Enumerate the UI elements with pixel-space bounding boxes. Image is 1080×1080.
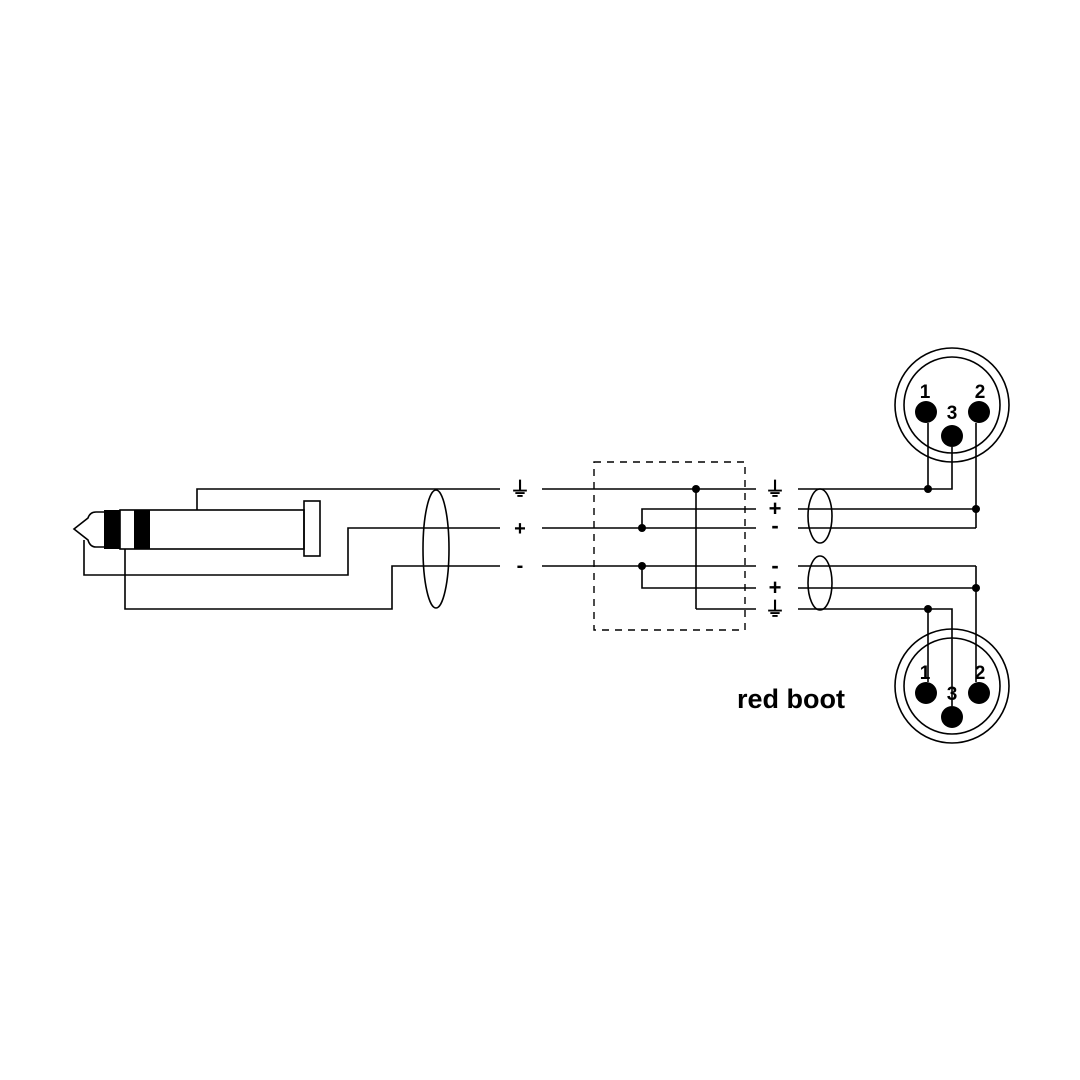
xlr-top-pin-2 [968, 401, 990, 423]
xlr-top-pin-1-label: 1 [920, 382, 931, 403]
plus-branch [641, 508, 756, 528]
ground-label-top: ⏚ [765, 478, 785, 501]
plus-junction [638, 524, 646, 532]
xlr-top-ground-junction [924, 485, 932, 493]
xlr-bottom-pin-2-label: 2 [975, 663, 986, 684]
ground-wire-jack [196, 488, 500, 510]
splitter-input-wires [542, 488, 756, 567]
ground-junction [692, 485, 700, 493]
ground-label-bottom: ⏚ [765, 598, 785, 621]
cable-shield-ellipse [422, 489, 450, 609]
xlr-top-pin-1 [915, 401, 937, 423]
top-cable-ellipse [807, 488, 833, 544]
jack-ring-2 [134, 510, 150, 549]
plus-wire-jack [83, 527, 500, 576]
jack-ring-1 [104, 510, 120, 549]
xlr-bottom-ground-junction [924, 605, 932, 613]
xlr-bottom: 1 2 3 [894, 566, 1010, 744]
output-cables [798, 488, 976, 611]
xlr-top-pin-3-label: 3 [947, 403, 958, 424]
red-boot-caption: red boot [737, 684, 845, 714]
xlr-bottom-pin-3 [941, 706, 963, 728]
minus-branch [641, 566, 756, 589]
jack-tip [72, 511, 104, 548]
xlr-bottom-pin-2 [968, 682, 990, 704]
plus-label-top: + [769, 496, 782, 521]
xlr-bottom-pin-1-label: 1 [920, 663, 931, 684]
jack-collar [303, 500, 321, 557]
xlr-top-plus-junction [972, 505, 980, 513]
xlr-bottom-pin-1 [915, 682, 937, 704]
jack-plug [72, 500, 321, 557]
minus-label-bottom: - [771, 553, 778, 578]
splitter-output-labels: ⏚ + - - + ⏚ [765, 478, 785, 621]
xlr-top-pin-3 [941, 425, 963, 447]
plus-label-bottom: + [769, 575, 782, 600]
jack-wires [83, 488, 500, 610]
ground-label: ⏚ [510, 478, 530, 501]
minus-label: - [517, 555, 524, 577]
splitter-outline [593, 461, 746, 631]
bottom-cable-ellipse [807, 555, 833, 611]
xlr-bottom-plus-junction [972, 584, 980, 592]
minus-label-top: - [771, 513, 778, 538]
plus-label: + [514, 518, 526, 540]
minus-wire-jack [124, 549, 500, 610]
xlr-top: 1 2 3 [894, 347, 1010, 528]
xlr-top-pin3-wire [928, 447, 953, 490]
xlr-top-pin-2-label: 2 [975, 382, 986, 403]
wire-labels: ⏚ + - [510, 478, 530, 577]
minus-junction [638, 562, 646, 570]
splitter-box [593, 461, 756, 631]
xlr-bottom-pin3-wire [928, 608, 953, 706]
